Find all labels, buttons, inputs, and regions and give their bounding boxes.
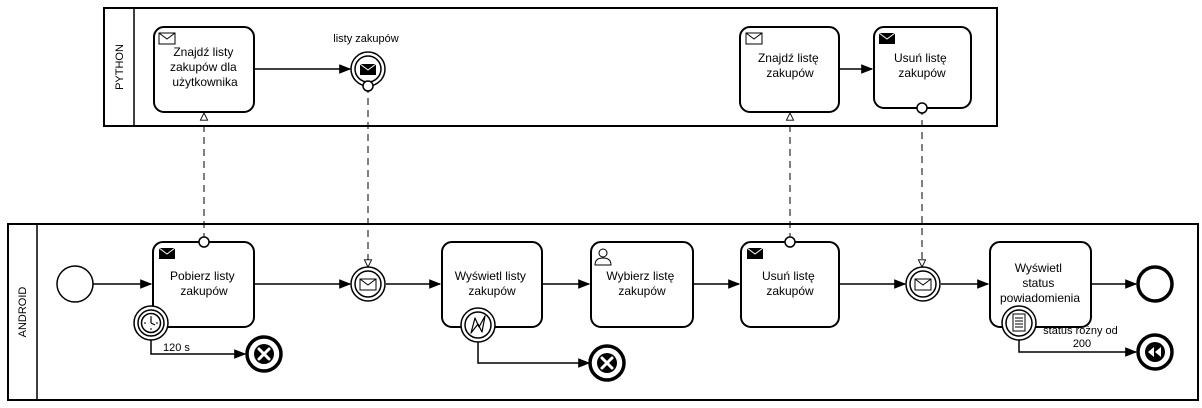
message-port <box>362 80 374 92</box>
clock-icon <box>140 312 162 334</box>
task-label-line: zakupów <box>468 284 516 298</box>
task-label-line: Usuń listę <box>762 269 815 283</box>
event-label: listy zakupów <box>333 33 398 45</box>
rewind-icon <box>1145 342 1165 362</box>
message-port <box>916 102 928 114</box>
svg-text:status różny od 200: status różny od 200 <box>1043 325 1121 350</box>
svg-text:Wyświetl listy zakupów: Wyświetl listy zakupów <box>455 269 530 298</box>
task-an-fetch-lists[interactable]: Pobierz listy zakupów <box>152 236 255 328</box>
task-label-line: Pobierz listy <box>170 269 235 283</box>
cancel-end-event-2[interactable] <box>588 344 626 382</box>
timer-boundary-event[interactable] <box>133 305 169 341</box>
envelope-outline-icon <box>914 278 932 291</box>
envelope-filled-icon <box>359 63 377 75</box>
pool-android-label: ANDROID <box>17 287 29 338</box>
envelope-outline-icon <box>359 278 377 291</box>
condition-label-line: 200 <box>1073 338 1091 350</box>
event-py-send-lists[interactable]: listy zakupów <box>333 33 399 92</box>
condition-boundary-event[interactable] <box>1001 305 1037 341</box>
task-label-line: Wybierz listę <box>606 269 674 283</box>
pool-python-label: PYTHON <box>114 44 126 90</box>
task-label-line: Wyświetl <box>1015 261 1062 275</box>
timer-label: 120 s <box>163 342 190 354</box>
receive-event-1[interactable] <box>350 266 386 302</box>
envelope-filled-icon <box>746 247 764 259</box>
task-an-delete-list[interactable]: Usuń listę zakupów <box>740 236 840 328</box>
envelope-outline-icon <box>158 32 176 45</box>
cancel-end-event-1[interactable] <box>245 335 283 373</box>
task-label-line: użytkownika <box>172 75 238 89</box>
sequence-flows <box>93 64 1138 368</box>
svg-text:Usuń listę zakupów: Usuń listę zakupów <box>894 51 950 80</box>
receive-event-2[interactable] <box>905 266 941 302</box>
task-label-line: powiadomienia <box>1000 291 1080 305</box>
cross-icon <box>597 353 617 373</box>
svg-text:Znajdź listę zakupów: Znajdź listę zakupów <box>758 51 822 80</box>
svg-text:Usuń listę zakupów: Usuń listę zakupów <box>762 269 818 298</box>
compensation-end-event[interactable] <box>1136 333 1174 371</box>
task-py-delete-list[interactable]: Usuń listę zakupów <box>873 26 972 114</box>
task-label-line: zakupów <box>180 284 228 298</box>
task-an-choose-list[interactable]: Wybierz listę zakupów <box>590 241 694 328</box>
message-port <box>784 236 796 248</box>
document-icon <box>1012 313 1026 332</box>
lightning-icon <box>470 315 486 334</box>
task-label-line: zakupów <box>766 66 814 80</box>
end-event[interactable] <box>1136 265 1174 303</box>
task-label-line: Znajdź listy <box>173 45 233 59</box>
task-an-show-lists[interactable]: Wyświetl listy zakupów <box>441 241 543 328</box>
envelope-filled-icon <box>158 247 176 259</box>
svg-text:Wyświetl status po: Wyświetl status powiadomienia <box>1000 261 1080 305</box>
svg-text:Wybierz listę zakupów: Wybierz listę zakupów <box>606 269 677 298</box>
task-label-line: zakupów <box>618 284 666 298</box>
message-flows <box>204 86 922 267</box>
start-event[interactable] <box>56 265 94 303</box>
message-port <box>198 236 210 248</box>
svg-text:Pobierz listy zakupów: Pobierz listy zakupów <box>170 269 238 298</box>
task-py-find-lists[interactable]: Znajdź listy zakupów dla użytkownika <box>153 26 255 113</box>
user-task-icon <box>594 248 612 266</box>
task-label-line: Wyświetl listy <box>455 269 526 283</box>
task-label-line: zakupów dla <box>170 60 237 74</box>
error-boundary-event[interactable] <box>460 307 496 343</box>
task-label-line: Znajdź listę <box>758 51 819 65</box>
task-label-line: status <box>1022 276 1054 290</box>
task-py-find-list[interactable]: Znajdź listę zakupów <box>739 26 840 113</box>
task-label-line: zakupów <box>898 66 946 80</box>
svg-text:Znajdź listy zakupów dla: Znajdź listy zakupów dla użytkownika <box>170 45 240 89</box>
envelope-outline-icon <box>745 32 763 45</box>
condition-label-line: status różny od <box>1043 325 1118 337</box>
task-label-line: Usuń listę <box>894 51 947 65</box>
cross-icon <box>254 344 274 364</box>
envelope-filled-icon <box>878 32 896 44</box>
task-label-line: zakupów <box>766 284 814 298</box>
